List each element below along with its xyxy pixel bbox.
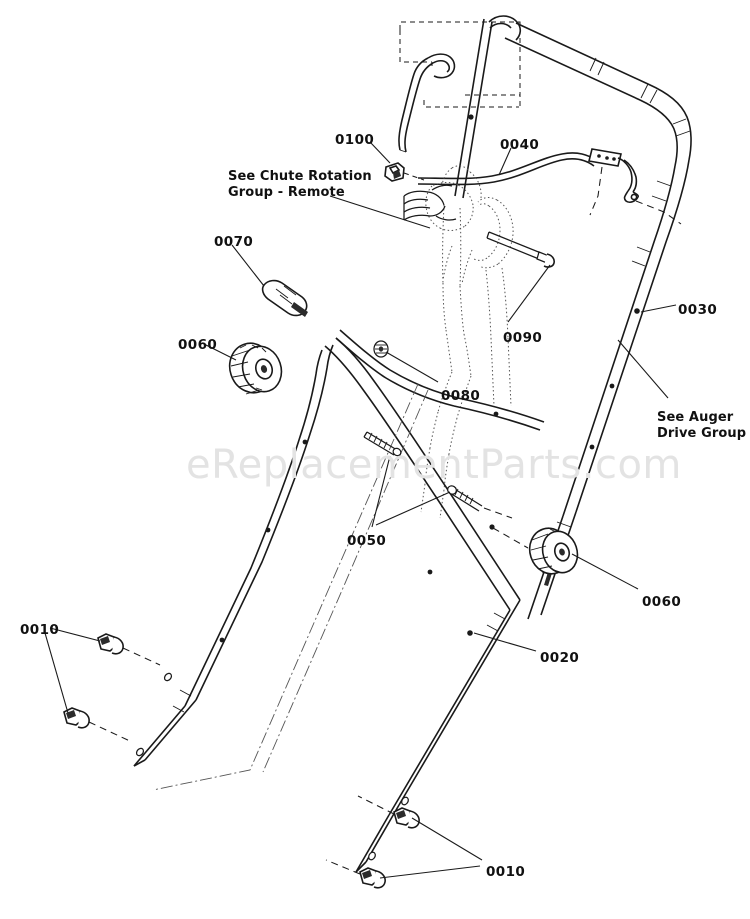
auger-note-line-1: See Auger [657,410,734,425]
bolt-0010-right-upper [357,795,420,829]
callout-0060-left: 0060 [178,337,218,353]
handle-crossbar-loop [335,329,545,431]
carriage-bolt-0070 [261,279,308,317]
callout-0010-left: 0010 [20,622,60,638]
bolt-0010-right-lower [325,859,386,889]
chute-note-line-1: See Chute Rotation [228,169,372,184]
screw-0050-upper [363,431,402,457]
callout-chute-rotation-note: See Chute Rotation Group - Remote [228,169,372,201]
cable-clip-0100 [384,162,425,182]
centerline-axis [152,383,429,791]
lower-left-tube [133,344,334,767]
callout-0080: 0080 [441,388,481,404]
callout-auger-drive-note: See Auger Drive Group [657,410,746,442]
watermark: eReplacementParts.com [186,442,682,488]
knob-left-0060 [228,342,283,395]
bolt-0010-left-lower [63,707,133,743]
callout-0030: 0030 [678,302,718,318]
callout-0020: 0020 [540,650,580,666]
leader-lines [44,141,677,879]
hex-bolt-0090 [486,231,555,268]
callout-0100: 0100 [335,132,375,148]
bolt-0010-left-upper [97,633,161,666]
handle-upright [454,18,493,199]
lock-nut-0080 [373,340,389,358]
control-cable-0040 [417,148,639,204]
callout-0070: 0070 [214,234,254,250]
control-bail [398,53,456,153]
callout-0090: 0090 [503,330,543,346]
chute-note-line-2: Group - Remote [228,184,345,200]
callout-0050: 0050 [347,533,387,549]
chute-bracket [403,184,457,221]
callout-0040: 0040 [500,137,540,153]
callout-0060-right: 0060 [642,594,682,610]
cable-assembly-dashes [589,166,682,225]
knob-right-0060 [489,524,579,575]
right-handle-tube-0020 [324,337,521,873]
auger-note-line-2: Drive Group [657,425,747,441]
callout-0010-right: 0010 [486,864,526,880]
